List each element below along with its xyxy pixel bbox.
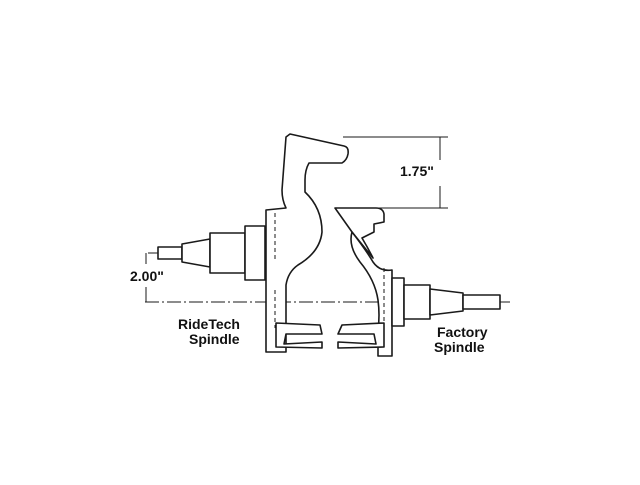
lower-dimension-label: 2.00": [130, 268, 164, 284]
factory-axle-collar: [391, 277, 405, 327]
ridetech-axle-shoulder: [209, 232, 246, 274]
ridetech-axle-tip: [157, 246, 183, 260]
upper-dimension-label: 1.75": [400, 163, 434, 179]
ridetech-label-line2: Spindle: [189, 331, 240, 347]
factory-spindle-body: [350, 231, 393, 357]
factory-label-line1: Factory: [437, 324, 488, 340]
factory-axle-taper: [429, 288, 464, 316]
ridetech-axle-collar: [244, 225, 266, 281]
factory-lower-ear: [337, 322, 385, 349]
factory-axle-shoulder: [403, 284, 431, 320]
ridetech-label-line1: RideTech: [178, 316, 240, 332]
ridetech-lower-ear: [275, 322, 323, 349]
factory-upper-boss: [334, 207, 385, 259]
factory-axle-tip: [462, 294, 501, 310]
factory-label-line2: Spindle: [434, 339, 485, 355]
ridetech-axle-taper: [181, 238, 211, 268]
ridetech-spindle-body: [265, 133, 349, 353]
